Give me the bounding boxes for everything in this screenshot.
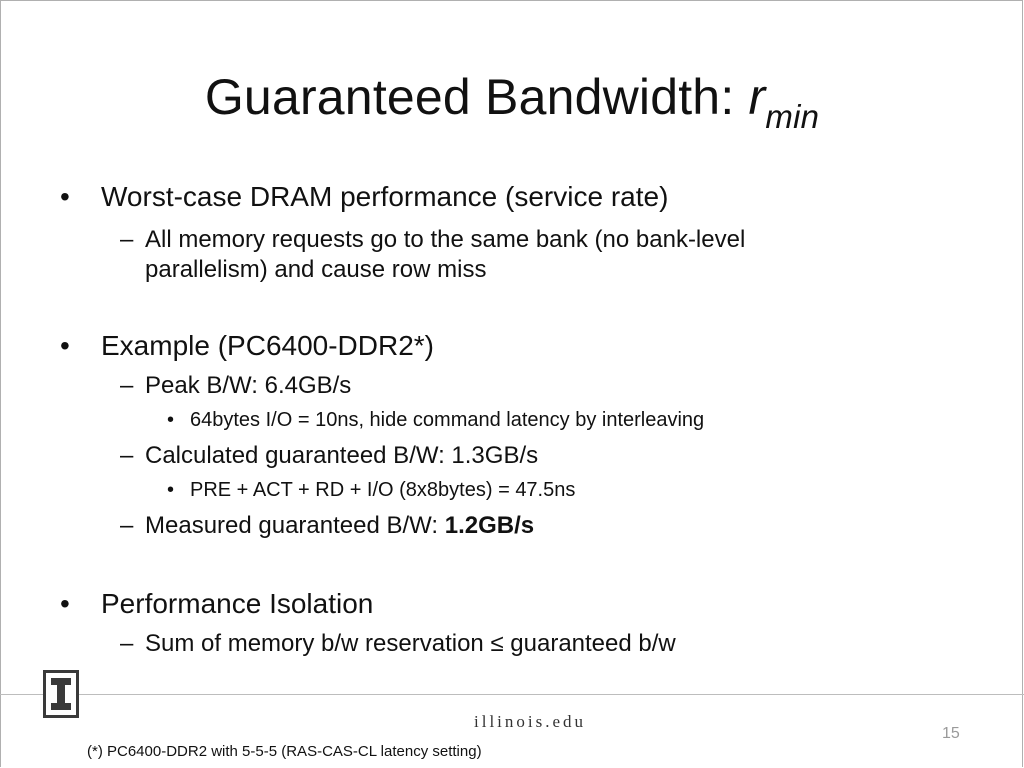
dash-marker: –	[120, 630, 134, 657]
title-variable: r	[748, 69, 766, 125]
bullet-dot: •	[60, 588, 70, 619]
bullet-dot: •	[60, 181, 70, 212]
bullet-dot: •	[167, 479, 175, 501]
subsubbullet-text: PRE + ACT + RD + I/O (8x8bytes) = 47.5ns	[190, 479, 576, 501]
bullet-text: Performance Isolation	[101, 588, 374, 619]
measured-value: 1.2GB/s	[444, 512, 535, 539]
subbullet-text: Measured guaranteed B/W: 1.2GB/s	[145, 512, 534, 540]
illinois-block-i-icon	[43, 670, 79, 718]
subbullet-text-line2: parallelism) and cause row miss	[145, 256, 487, 283]
page-number: 15	[942, 725, 960, 742]
bullet-text: Worst-case DRAM performance (service rat…	[101, 181, 669, 212]
footnote: (*) PC6400-DDR2 with 5-5-5 (RAS-CAS-CL l…	[87, 743, 482, 760]
dash-marker: –	[120, 372, 134, 399]
footer-brand: illinois.edu	[474, 712, 587, 731]
dash-marker: –	[120, 512, 134, 539]
bullet-dot: •	[167, 409, 175, 431]
subsubbullet-text: 64bytes I/O = 10ns, hide command latency…	[190, 409, 705, 431]
subbullet-text: Calculated guaranteed B/W: 1.3GB/s	[145, 442, 539, 469]
slide-body: • Worst-case DRAM performance (service r…	[60, 181, 746, 657]
dash-marker: –	[120, 442, 134, 469]
subbullet-text: Sum of memory b/w reservation ≤ guarante…	[145, 630, 676, 657]
slide-title: Guaranteed Bandwidth: rmin	[0, 62, 1024, 138]
bullet-dot: •	[60, 330, 70, 361]
dash-marker: –	[120, 226, 134, 253]
footer-divider	[0, 694, 1024, 695]
subbullet-text-line1: All memory requests go to the same bank …	[145, 226, 746, 253]
title-main: Guaranteed Bandwidth:	[204, 69, 749, 125]
measured-prefix: Measured guaranteed B/W:	[145, 512, 445, 539]
bullet-text: Example (PC6400-DDR2*)	[101, 330, 435, 361]
title-subscript: min	[765, 98, 820, 135]
subbullet-text: Peak B/W: 6.4GB/s	[145, 372, 352, 399]
